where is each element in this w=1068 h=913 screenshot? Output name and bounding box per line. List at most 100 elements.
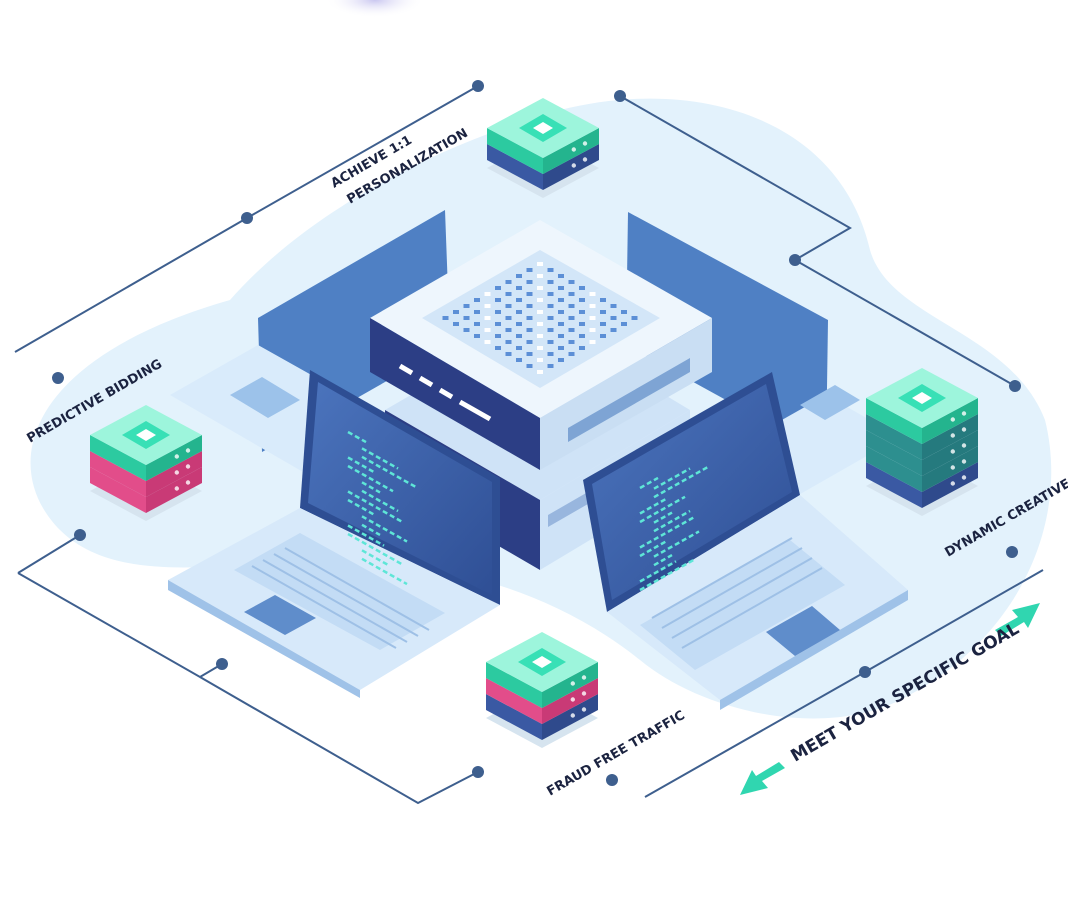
hub-dot [589, 340, 596, 344]
hub-dot [558, 286, 564, 290]
code-line [347, 464, 394, 493]
hub-dot [610, 316, 617, 320]
hub-dot [516, 274, 522, 278]
hub-dot [547, 364, 554, 368]
node-dot [74, 529, 86, 541]
hub-dot [495, 322, 501, 326]
hub-dot [621, 310, 627, 314]
hub-dot [568, 340, 575, 344]
stack-layer [90, 451, 146, 497]
hub-dot [589, 304, 596, 308]
hub-dot [495, 286, 501, 290]
code-line [639, 476, 659, 490]
hub-dot [474, 322, 480, 326]
hub-dot [484, 304, 491, 308]
hub-dot [484, 328, 491, 332]
led-dot [185, 480, 191, 485]
hub-dot [558, 274, 564, 278]
led-dot [581, 691, 587, 696]
hub-dot [547, 304, 554, 308]
code-line [361, 489, 399, 513]
stack-layer [486, 678, 542, 724]
laptop-icon [583, 372, 908, 710]
code-line [639, 516, 695, 549]
stack-layer [866, 430, 922, 476]
hub-dot [495, 334, 501, 338]
hub-dot [589, 316, 596, 320]
code-line [347, 490, 403, 523]
stack-layer [90, 467, 146, 513]
led-dot [174, 470, 179, 475]
code-line [639, 495, 686, 524]
led-dot [570, 681, 575, 686]
hub-dot [484, 340, 491, 344]
double-arrow-icon [740, 603, 1040, 795]
node-dot [614, 90, 626, 102]
stack-layer [542, 678, 598, 724]
hub-dot [579, 334, 585, 338]
hub-dot [537, 370, 543, 374]
stack-layer [866, 414, 922, 460]
hub-dot [547, 316, 554, 320]
led-dot [571, 163, 576, 168]
hub-dot [526, 352, 533, 356]
node-dot [472, 80, 484, 92]
led-dot [570, 697, 575, 702]
hub-dot [600, 322, 606, 326]
node-dot [606, 774, 618, 786]
hub-dot [568, 304, 575, 308]
stack-layer [922, 430, 978, 476]
led-dot [581, 675, 587, 680]
hub-dot [547, 328, 554, 332]
hub-dot-grid [442, 262, 638, 374]
hub-dot [579, 298, 585, 302]
node-dot [1009, 380, 1021, 392]
code-line [361, 447, 399, 470]
led-dot [961, 427, 967, 432]
node-dot [789, 254, 801, 266]
code-line [639, 558, 695, 592]
hub-dot [579, 346, 585, 350]
code-line [361, 481, 381, 494]
stack-layer [922, 398, 978, 444]
hub-dot [526, 280, 533, 284]
stack-layer [486, 662, 542, 708]
hub-dot [537, 310, 543, 314]
hub-dot [610, 304, 617, 308]
code-lines [347, 430, 417, 586]
hub-dot [474, 310, 480, 314]
hub-dot [516, 358, 522, 362]
hub-dot [463, 304, 470, 308]
hub-dot [505, 280, 512, 284]
led-dot [174, 454, 179, 459]
node-dot [216, 658, 228, 670]
hub-dot [558, 298, 564, 302]
hub-dot [537, 334, 543, 338]
led-dot [950, 449, 955, 454]
led-dot [581, 707, 587, 712]
hub-dot [526, 268, 533, 272]
hub-dot [505, 340, 512, 344]
led-dot [950, 465, 955, 470]
hub-dot [484, 292, 491, 296]
hub-dot [631, 316, 638, 320]
stack-chip-core [532, 656, 552, 668]
led-dot [174, 486, 179, 491]
code-line [653, 553, 673, 567]
hub-dot [558, 358, 564, 362]
hub-dot [610, 328, 617, 332]
hub-dot [505, 292, 512, 296]
hub-dot [474, 334, 480, 338]
hub-dot [568, 316, 575, 320]
led-dot [961, 411, 967, 416]
top-glow [325, 0, 425, 18]
hub-dot [516, 310, 522, 314]
stack-layer [866, 446, 922, 492]
hub-dot [474, 298, 480, 302]
hub-dot [579, 286, 585, 290]
hub-dot [505, 304, 512, 308]
hub-dot [442, 316, 449, 320]
stack-layer [866, 398, 922, 444]
stack-layer [486, 694, 542, 740]
code-line [653, 530, 700, 558]
